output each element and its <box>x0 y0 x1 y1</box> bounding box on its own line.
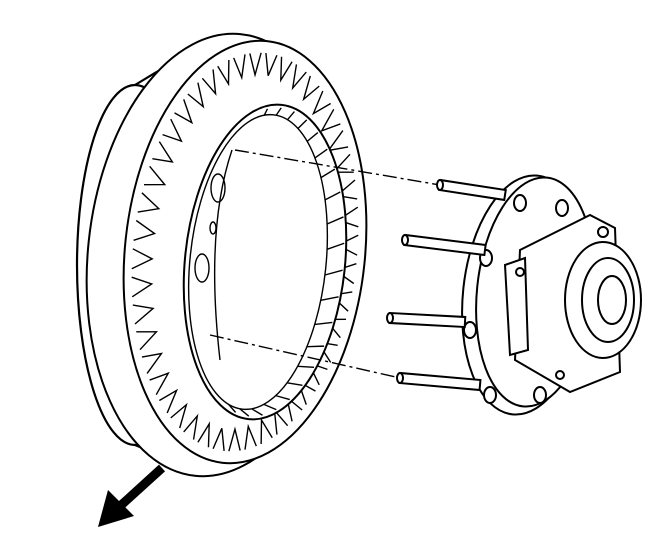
rotor-inner-vane <box>326 242 345 250</box>
rotor-vane <box>228 426 241 452</box>
rotor-inner-vane <box>263 108 269 116</box>
rotor-vane <box>137 192 161 213</box>
rotor-vane <box>233 54 246 81</box>
rotor-inner-vane <box>297 365 315 369</box>
rotor-vane <box>136 331 158 351</box>
rotor-vane <box>152 141 174 163</box>
rotor-hat-inner-wall <box>213 149 233 361</box>
rotor-inner-vane <box>239 408 250 417</box>
rotor-vane <box>217 59 230 87</box>
rotor-vane <box>144 165 167 186</box>
wheel-stud <box>436 178 507 202</box>
wheel-studs <box>386 178 507 392</box>
wheel-stud <box>386 311 467 329</box>
wheel-stud <box>396 371 482 392</box>
wheel-stud <box>401 233 487 257</box>
rotor-vane <box>201 69 217 96</box>
rotor-inner-vane <box>287 382 303 387</box>
rotor-inner-vane <box>326 216 344 225</box>
lug-hole <box>463 321 477 339</box>
rotor-inner-vane <box>320 168 336 179</box>
rotor-vane <box>131 276 154 298</box>
bearing-spindle-bore <box>597 275 627 325</box>
rotor-vane <box>197 421 210 448</box>
rotor-vane <box>174 99 194 125</box>
rotor-inner-vane <box>275 394 290 401</box>
rotor-vane <box>183 413 199 440</box>
lug-hole <box>483 386 497 404</box>
rotor-inner-vane <box>286 111 295 121</box>
lug-hole <box>533 386 547 404</box>
rotor-vane <box>311 90 331 116</box>
rotor-inner-ring <box>187 113 329 411</box>
rotor-inner-vane <box>314 148 328 159</box>
rotor-inner-vane <box>275 107 282 116</box>
rotor-vane <box>162 118 183 143</box>
rotor-inner-vane <box>324 269 343 276</box>
rotor-vane <box>260 417 273 445</box>
mount-bolt-hole <box>597 226 609 238</box>
rotor-inner-vanes <box>227 107 345 417</box>
rotor-vane <box>302 75 320 102</box>
rotor-vane <box>131 248 154 270</box>
rotor-inner-vane <box>251 408 263 416</box>
rotor-vane <box>280 56 293 83</box>
removal-direction-arrow-icon <box>98 464 166 527</box>
rotor-vane <box>132 304 155 325</box>
rotor-vane <box>249 52 262 78</box>
rotor-stud-hole <box>194 253 210 283</box>
rotor-inner-vane <box>227 403 237 413</box>
rotor-vane <box>133 219 157 241</box>
wheel-hub-bearing <box>386 174 642 416</box>
rotor-vane <box>291 64 307 91</box>
rotor-vane <box>244 423 257 450</box>
rotor-vane <box>187 82 205 109</box>
rotor-inner-vane <box>306 132 319 142</box>
rotor-vane <box>320 109 341 133</box>
rotor-vane <box>212 428 225 451</box>
rotor-inner-vane <box>314 321 333 326</box>
rotor-vane <box>265 53 278 76</box>
lug-hole <box>513 194 527 212</box>
brake-rotor <box>75 32 368 478</box>
rotor-inner-vane <box>297 119 308 130</box>
rotor-inner-vane <box>306 345 325 348</box>
mount-bolt-hole <box>555 370 565 380</box>
lug-hole <box>555 199 569 217</box>
rotor-vane <box>159 388 179 414</box>
alignment-lines <box>209 149 441 379</box>
mount-bolt-hole <box>515 267 525 277</box>
arrow-shaft <box>114 464 166 512</box>
hub-pilot <box>503 256 530 357</box>
alignment-line <box>234 149 441 186</box>
rotor-inner-vane <box>263 403 277 411</box>
rotor-vane <box>141 352 164 374</box>
rotor-inner-vane <box>320 296 339 301</box>
arrow-head <box>98 490 134 527</box>
hub-lug-holes <box>463 194 569 404</box>
rotor-vane <box>149 371 170 395</box>
rotor-inner-vane <box>324 191 341 201</box>
rotor-vane <box>170 402 188 429</box>
rotor-stud-hole <box>210 173 226 203</box>
alignment-line <box>209 334 401 379</box>
